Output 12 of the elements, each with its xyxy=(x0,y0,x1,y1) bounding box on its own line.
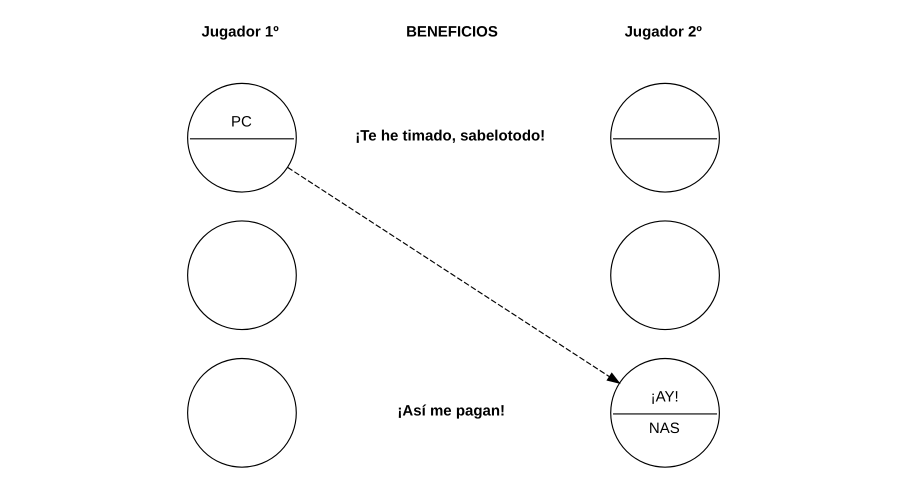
node-circle xyxy=(186,358,296,468)
label: BENEFICIOS xyxy=(406,23,498,40)
node-circle: PC xyxy=(186,82,296,193)
node-circle xyxy=(610,220,720,330)
label: ¡Así me pagan! xyxy=(396,402,505,420)
label: ¡Te he timado, sabelotodo! xyxy=(354,127,545,144)
node-circle: ¡AY! NAS xyxy=(610,358,720,468)
label: Jugador 2º xyxy=(624,23,702,40)
arrow xyxy=(286,166,620,384)
node-circle xyxy=(186,220,296,330)
node-circle xyxy=(610,82,720,193)
label: Jugador 1º xyxy=(200,23,278,40)
